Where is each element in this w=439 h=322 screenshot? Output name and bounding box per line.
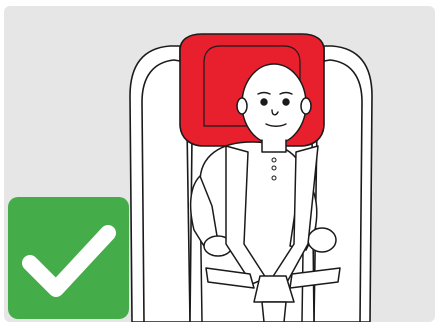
crotch-strap	[262, 302, 286, 322]
correct-status-badge	[8, 197, 129, 319]
child-left-ear	[237, 98, 247, 114]
child-right-hand	[308, 228, 336, 252]
child-head	[242, 64, 306, 144]
checkmark-icon	[8, 197, 129, 319]
child-right-ear	[301, 98, 311, 114]
shirt-buttons	[272, 158, 276, 180]
